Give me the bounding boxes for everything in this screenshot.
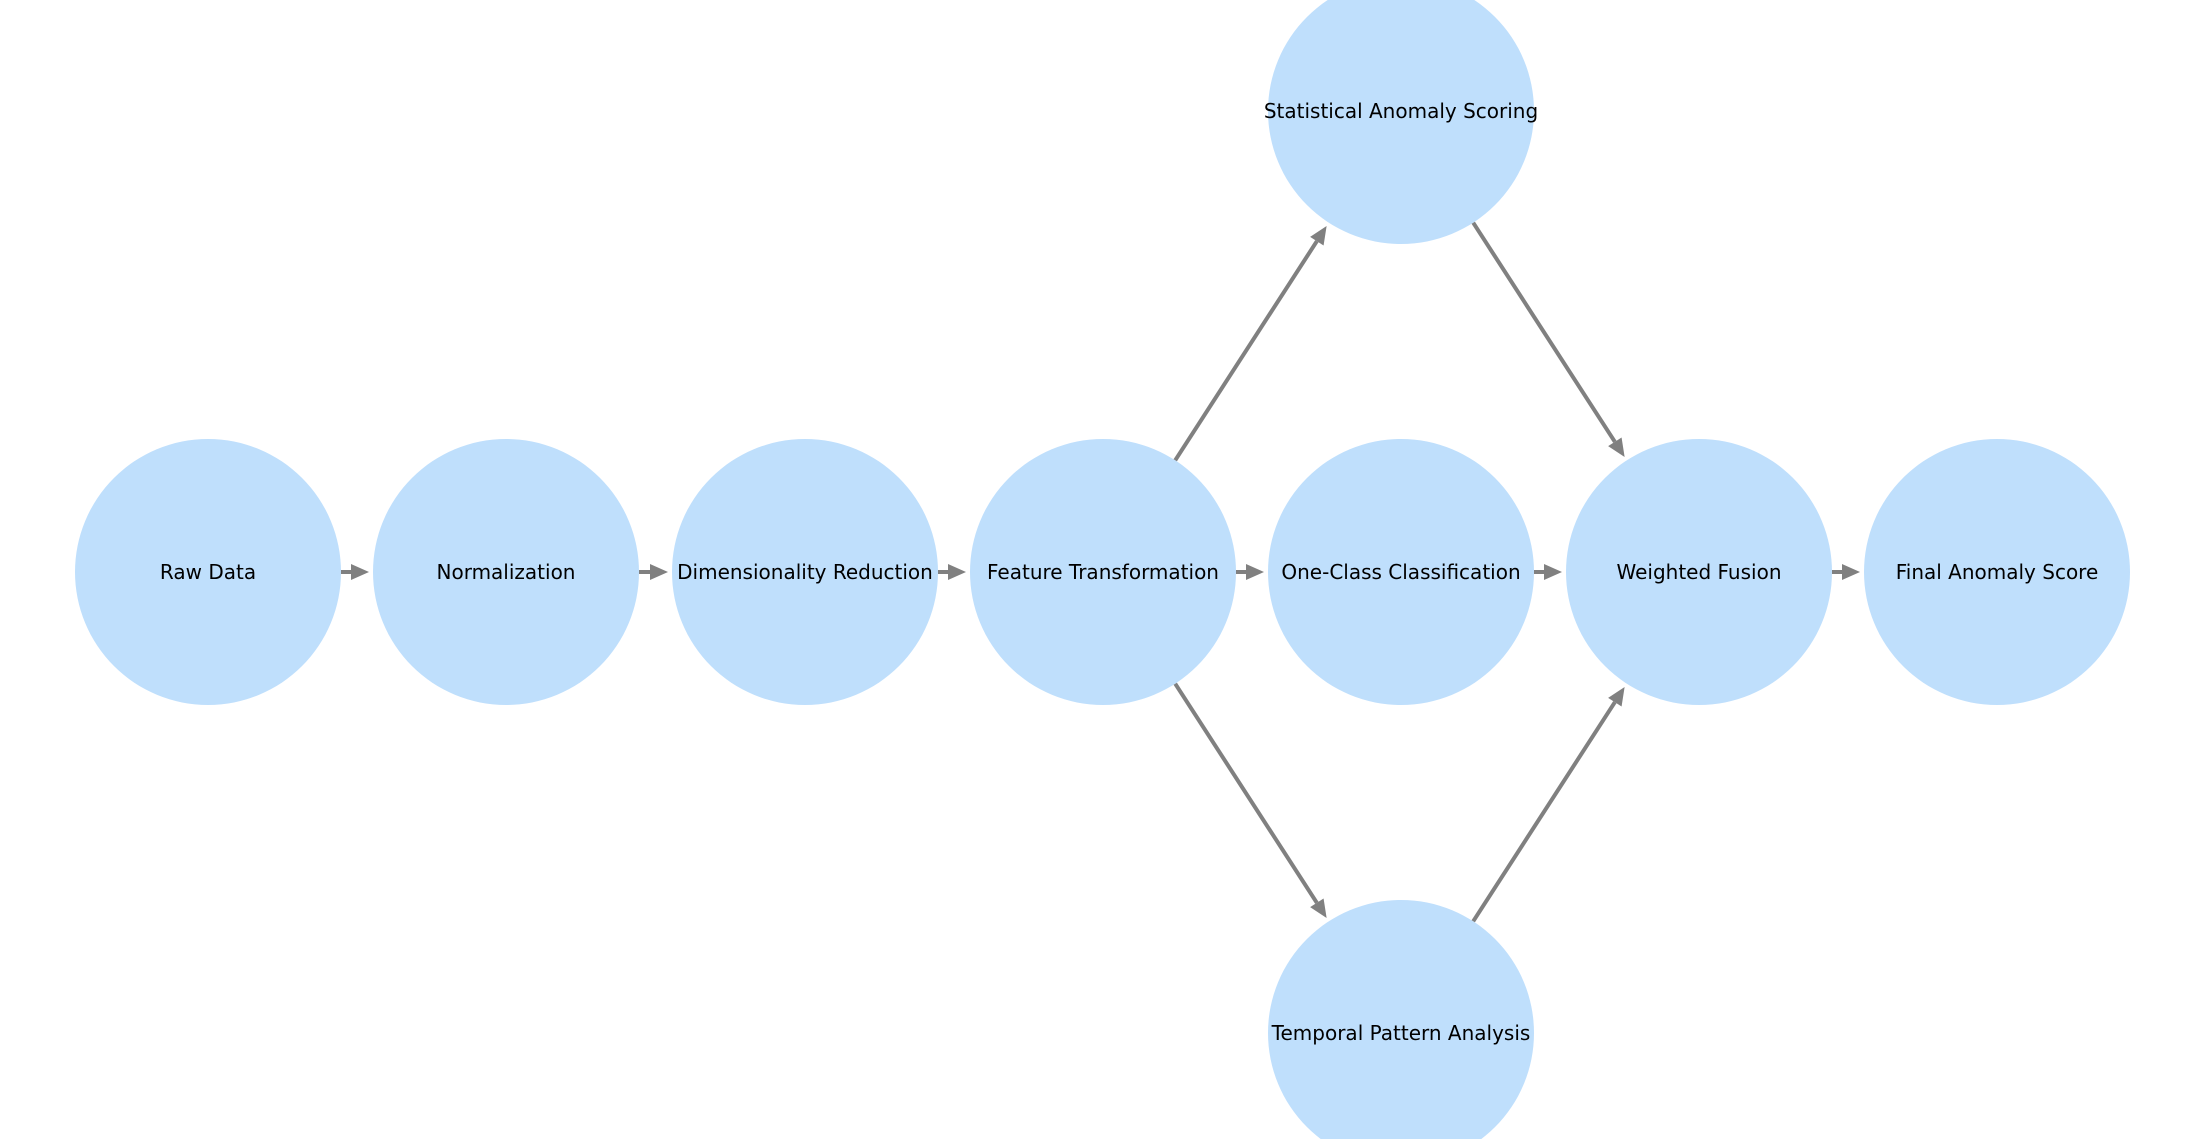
arrow-head-icon [1842, 564, 1860, 580]
edge-weighted-fusion-to-final-anomaly-score [1832, 564, 1860, 580]
node-circle [1268, 439, 1534, 705]
edge-normalization-to-dimensionality-reduction [639, 564, 668, 580]
edge-one-class-classification-to-weighted-fusion [1534, 564, 1562, 580]
node-temporal-pattern-analysis: Temporal Pattern Analysis [1268, 900, 1534, 1139]
node-label: Feature Transformation [987, 560, 1219, 584]
node-label: One-Class Classification [1281, 560, 1520, 584]
edge-line [1173, 682, 1319, 904]
edge-feature-transformation-to-temporal-pattern-analysis [1173, 682, 1327, 918]
arrow-head-icon [1608, 437, 1625, 457]
edge-dimensionality-reduction-to-feature-transformation [938, 564, 966, 580]
node-circle [1268, 900, 1534, 1139]
node-weighted-fusion: Weighted Fusion [1566, 439, 1832, 705]
arrow-head-icon [1310, 226, 1327, 246]
arrow-head-icon [351, 564, 369, 580]
node-circle [75, 439, 341, 705]
arrow-head-icon [948, 564, 966, 580]
node-circle [373, 439, 639, 705]
node-normalization: Normalization [373, 439, 639, 705]
node-circle [970, 439, 1236, 705]
node-label: Raw Data [160, 560, 256, 584]
arrow-head-icon [1246, 564, 1264, 580]
edge-statistical-anomaly-scoring-to-weighted-fusion [1471, 221, 1625, 457]
arrow-head-icon [1310, 898, 1327, 918]
node-feature-transformation: Feature Transformation [970, 439, 1236, 705]
nodes-layer: Raw Data Normalization Dimensionality Redu… [75, 0, 2130, 1139]
arrow-head-icon [1544, 564, 1562, 580]
edge-feature-transformation-to-statistical-anomaly-scoring [1173, 226, 1327, 462]
edge-feature-transformation-to-one-class-classification [1236, 564, 1264, 580]
edge-line [1471, 701, 1617, 923]
node-label: Statistical Anomaly Scoring [1264, 99, 1538, 123]
edge-line [1173, 240, 1319, 462]
edge-line [1471, 221, 1617, 443]
node-label: Dimensionality Reduction [677, 560, 933, 584]
node-one-class-classification: One-Class Classification [1268, 439, 1534, 705]
edge-raw-data-to-normalization [341, 564, 369, 580]
node-label: Temporal Pattern Analysis [1271, 1021, 1531, 1045]
node-raw-data: Raw Data [75, 439, 341, 705]
node-circle [1864, 439, 2130, 705]
node-label: Weighted Fusion [1616, 560, 1781, 584]
node-circle [1566, 439, 1832, 705]
node-circle [672, 439, 938, 705]
edges-layer [341, 221, 1860, 923]
arrow-head-icon [1608, 687, 1625, 707]
arrow-head-icon [650, 564, 668, 580]
node-dimensionality-reduction: Dimensionality Reduction [672, 439, 938, 705]
node-label: Normalization [437, 560, 576, 584]
node-statistical-anomaly-scoring: Statistical Anomaly Scoring [1264, 0, 1538, 244]
edge-temporal-pattern-analysis-to-weighted-fusion [1471, 687, 1625, 923]
node-label: Final Anomaly Score [1896, 560, 2099, 584]
node-circle [1268, 0, 1534, 244]
node-final-anomaly-score: Final Anomaly Score [1864, 439, 2130, 705]
